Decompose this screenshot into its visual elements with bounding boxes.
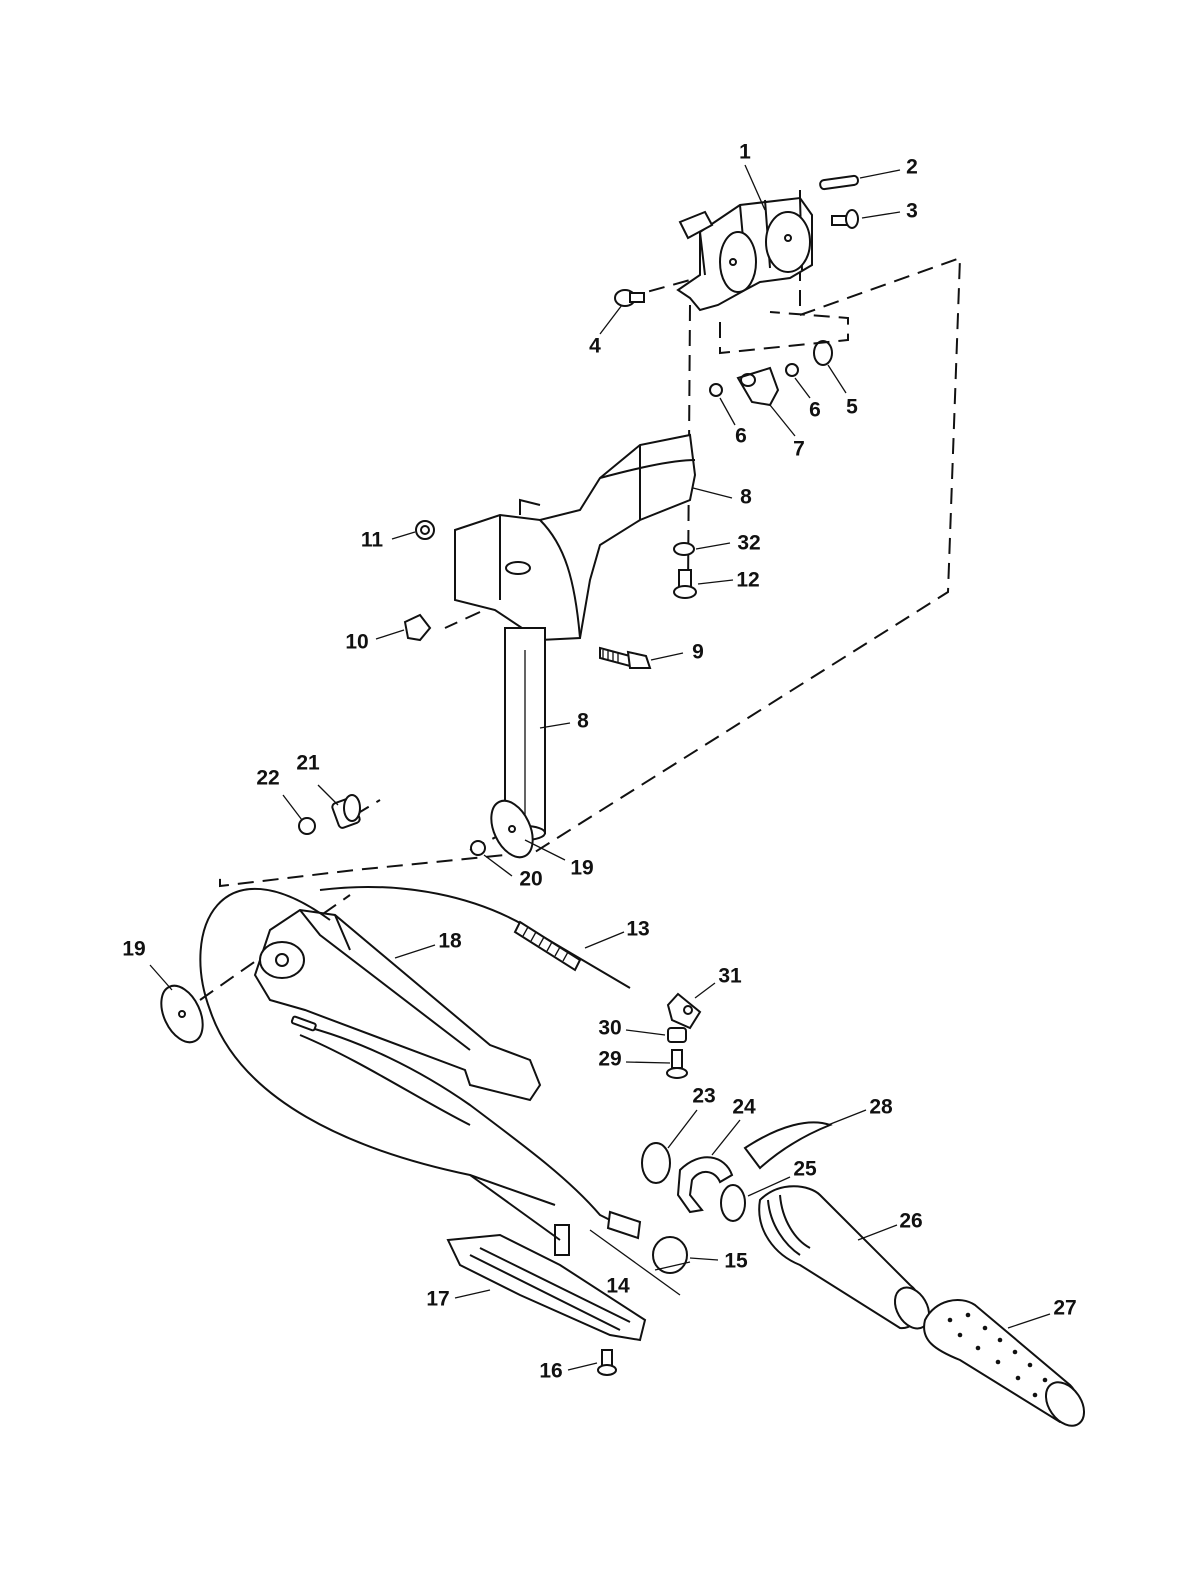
part-6-nut-left [709, 383, 723, 397]
part-26-grip [758, 1185, 931, 1330]
part-19-washer-upper [490, 799, 534, 859]
callout-6-left: 6 [735, 425, 747, 448]
callout-30: 30 [598, 1017, 621, 1040]
callout-17: 17 [426, 1288, 449, 1311]
part-31-link [666, 992, 702, 1030]
callout-26: 26 [899, 1210, 922, 1233]
callout-10: 10 [345, 631, 368, 654]
part-16-screw [597, 1349, 617, 1376]
part-19-washer-lower [160, 984, 204, 1044]
callout-19-upper: 19 [570, 857, 593, 880]
part-13-cable [199, 886, 631, 1206]
part-1-tiller-bracket [676, 196, 813, 312]
callout-21: 21 [296, 752, 320, 775]
callout-8-shaft: 8 [577, 710, 589, 733]
callout-20: 20 [519, 868, 542, 891]
callout-13: 13 [626, 918, 649, 941]
part-25-ring [720, 1184, 746, 1222]
callout-3: 3 [906, 200, 918, 223]
part-20-nut [470, 840, 486, 856]
callout-12: 12 [736, 569, 759, 592]
part-23-ring [641, 1142, 671, 1184]
part-28-strip [743, 1121, 833, 1170]
callout-28: 28 [869, 1096, 893, 1119]
part-24-clip [676, 1156, 734, 1214]
callout-labels: 1 2 3 4 5 6 6 7 8 32 11 12 10 9 8 21 22 … [122, 141, 1076, 1383]
part-15-knob [652, 1236, 691, 1274]
callout-19-lower: 19 [122, 938, 145, 961]
part-22-nut [298, 817, 316, 835]
callout-31: 31 [718, 965, 742, 988]
callout-4: 4 [589, 335, 601, 358]
callout-2: 2 [906, 156, 918, 179]
leader-lines [149, 164, 1051, 1371]
callout-24: 24 [732, 1096, 756, 1119]
callout-1: 1 [739, 141, 751, 164]
callout-18: 18 [438, 930, 462, 953]
callout-14: 14 [606, 1275, 630, 1298]
callout-15: 15 [724, 1250, 748, 1273]
callout-5: 5 [846, 396, 858, 419]
part-21-bushing [331, 794, 361, 829]
callout-27: 27 [1053, 1297, 1076, 1320]
part-5-ring [813, 340, 833, 366]
callout-22: 22 [256, 767, 279, 790]
part-3-screw [831, 209, 859, 229]
part-9-bolt [599, 646, 652, 669]
callout-16: 16 [539, 1360, 562, 1383]
part-2-pin [819, 174, 859, 191]
callout-8-arm: 8 [740, 486, 752, 509]
part-32-washer [673, 542, 695, 556]
part-10-clip [403, 613, 432, 642]
callout-11: 11 [361, 529, 384, 552]
part-12-screw [673, 569, 697, 599]
part-30-nut [667, 1027, 687, 1043]
part-29-screw [666, 1049, 688, 1079]
callout-25: 25 [793, 1158, 817, 1181]
callout-7: 7 [793, 438, 805, 461]
callout-6-right: 6 [809, 399, 821, 422]
callout-32: 32 [737, 532, 760, 555]
callout-9: 9 [692, 641, 704, 664]
part-18-tiller-arm [253, 908, 542, 1102]
part-27-grip-sleeve [923, 1299, 1086, 1427]
part-17-carrier [446, 1174, 647, 1342]
part-8-mount-arm [454, 433, 697, 642]
callout-23: 23 [692, 1085, 715, 1108]
part-7-cam [736, 366, 780, 407]
part-14-harness [290, 1015, 681, 1296]
part-4-screw [614, 289, 645, 307]
part-6-nut-right [785, 363, 799, 377]
callout-29: 29 [598, 1048, 621, 1071]
part-11-nut [415, 520, 435, 540]
